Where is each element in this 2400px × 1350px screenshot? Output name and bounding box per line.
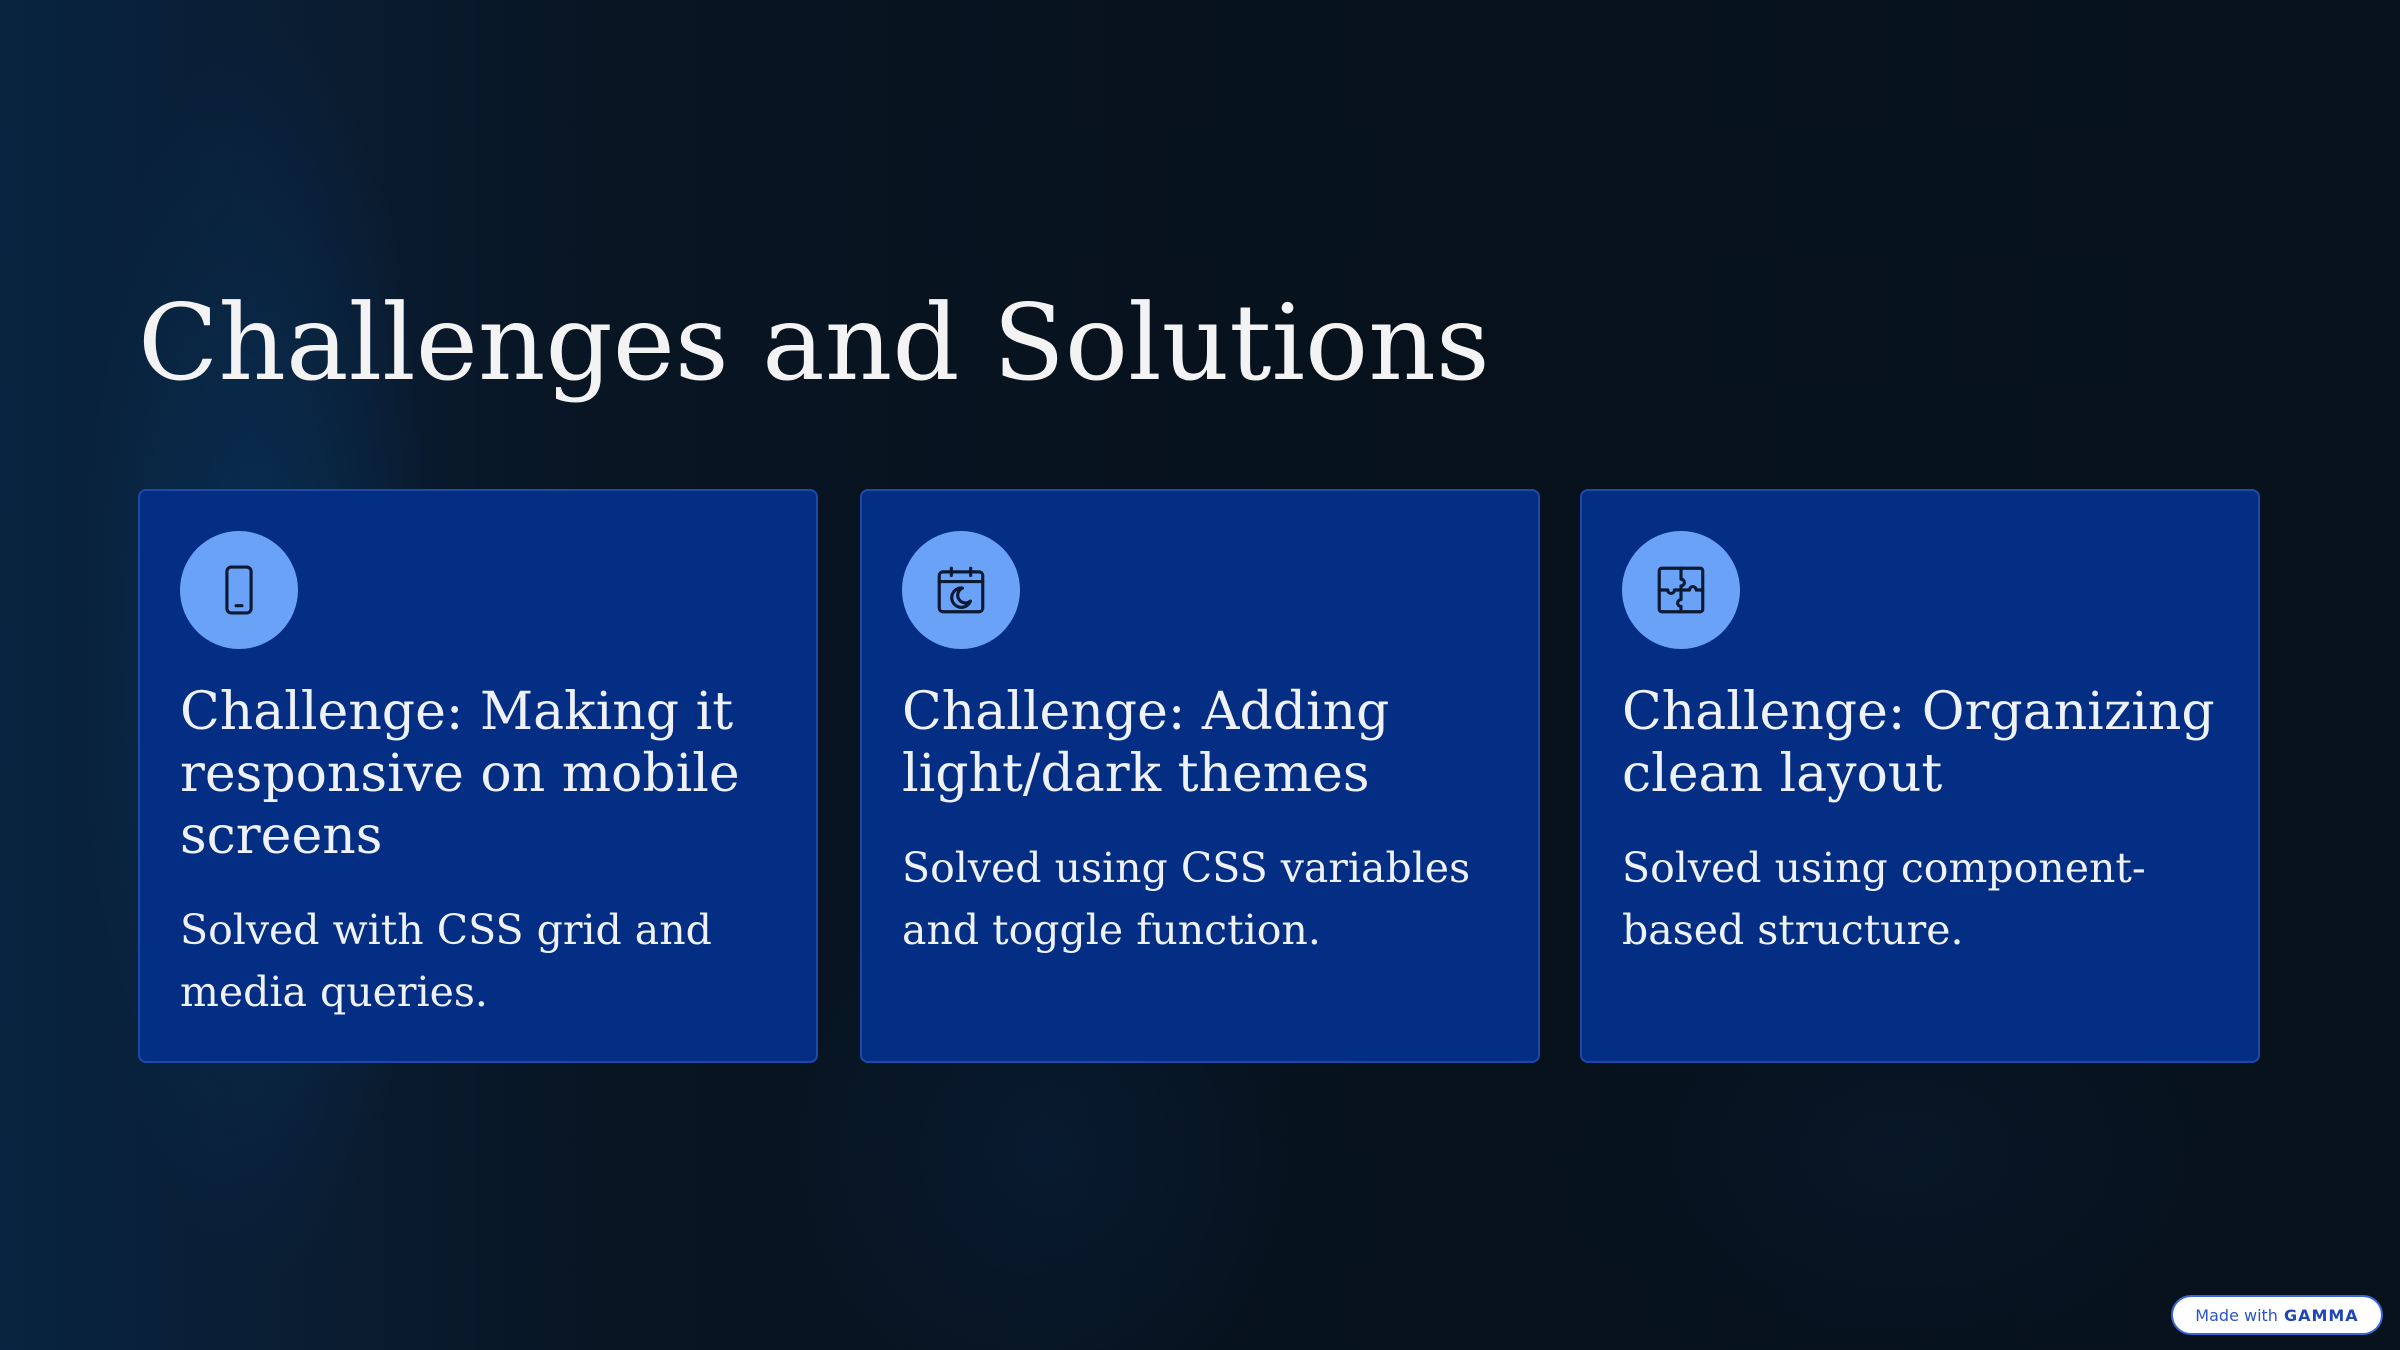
puzzle-icon [1657, 566, 1705, 614]
gamma-logo-text: GAMMA [2283, 1305, 2359, 1325]
badge-prefix: Made with [2195, 1305, 2278, 1325]
card-text: Solved with CSS grid and media queries. [180, 906, 712, 1016]
challenge-card-themes: Challenge: Adding light/dark themes Solv… [860, 489, 1540, 1063]
icon-badge [902, 531, 1020, 649]
challenge-card-layout: Challenge: Organizing clean layout Solve… [1580, 489, 2260, 1063]
icon-badge [1622, 531, 1740, 649]
card-title: Challenge: Making it responsive on mobil… [180, 682, 740, 866]
calendar-moon-icon [937, 566, 985, 614]
card-title: Challenge: Adding light/dark themes [902, 682, 1390, 804]
card-title: Challenge: Organizing clean layout [1622, 682, 2215, 804]
icon-badge [180, 531, 298, 649]
card-text: Solved using component-based structure. [1622, 844, 2146, 954]
made-with-gamma-badge[interactable]: Made with GAMMA [2171, 1295, 2383, 1335]
smartphone-icon [225, 565, 253, 615]
challenge-card-mobile: Challenge: Making it responsive on mobil… [138, 489, 818, 1063]
slide-title: Challenges and Solutions [138, 282, 1490, 404]
card-text: Solved using CSS variables and toggle fu… [902, 844, 1471, 954]
